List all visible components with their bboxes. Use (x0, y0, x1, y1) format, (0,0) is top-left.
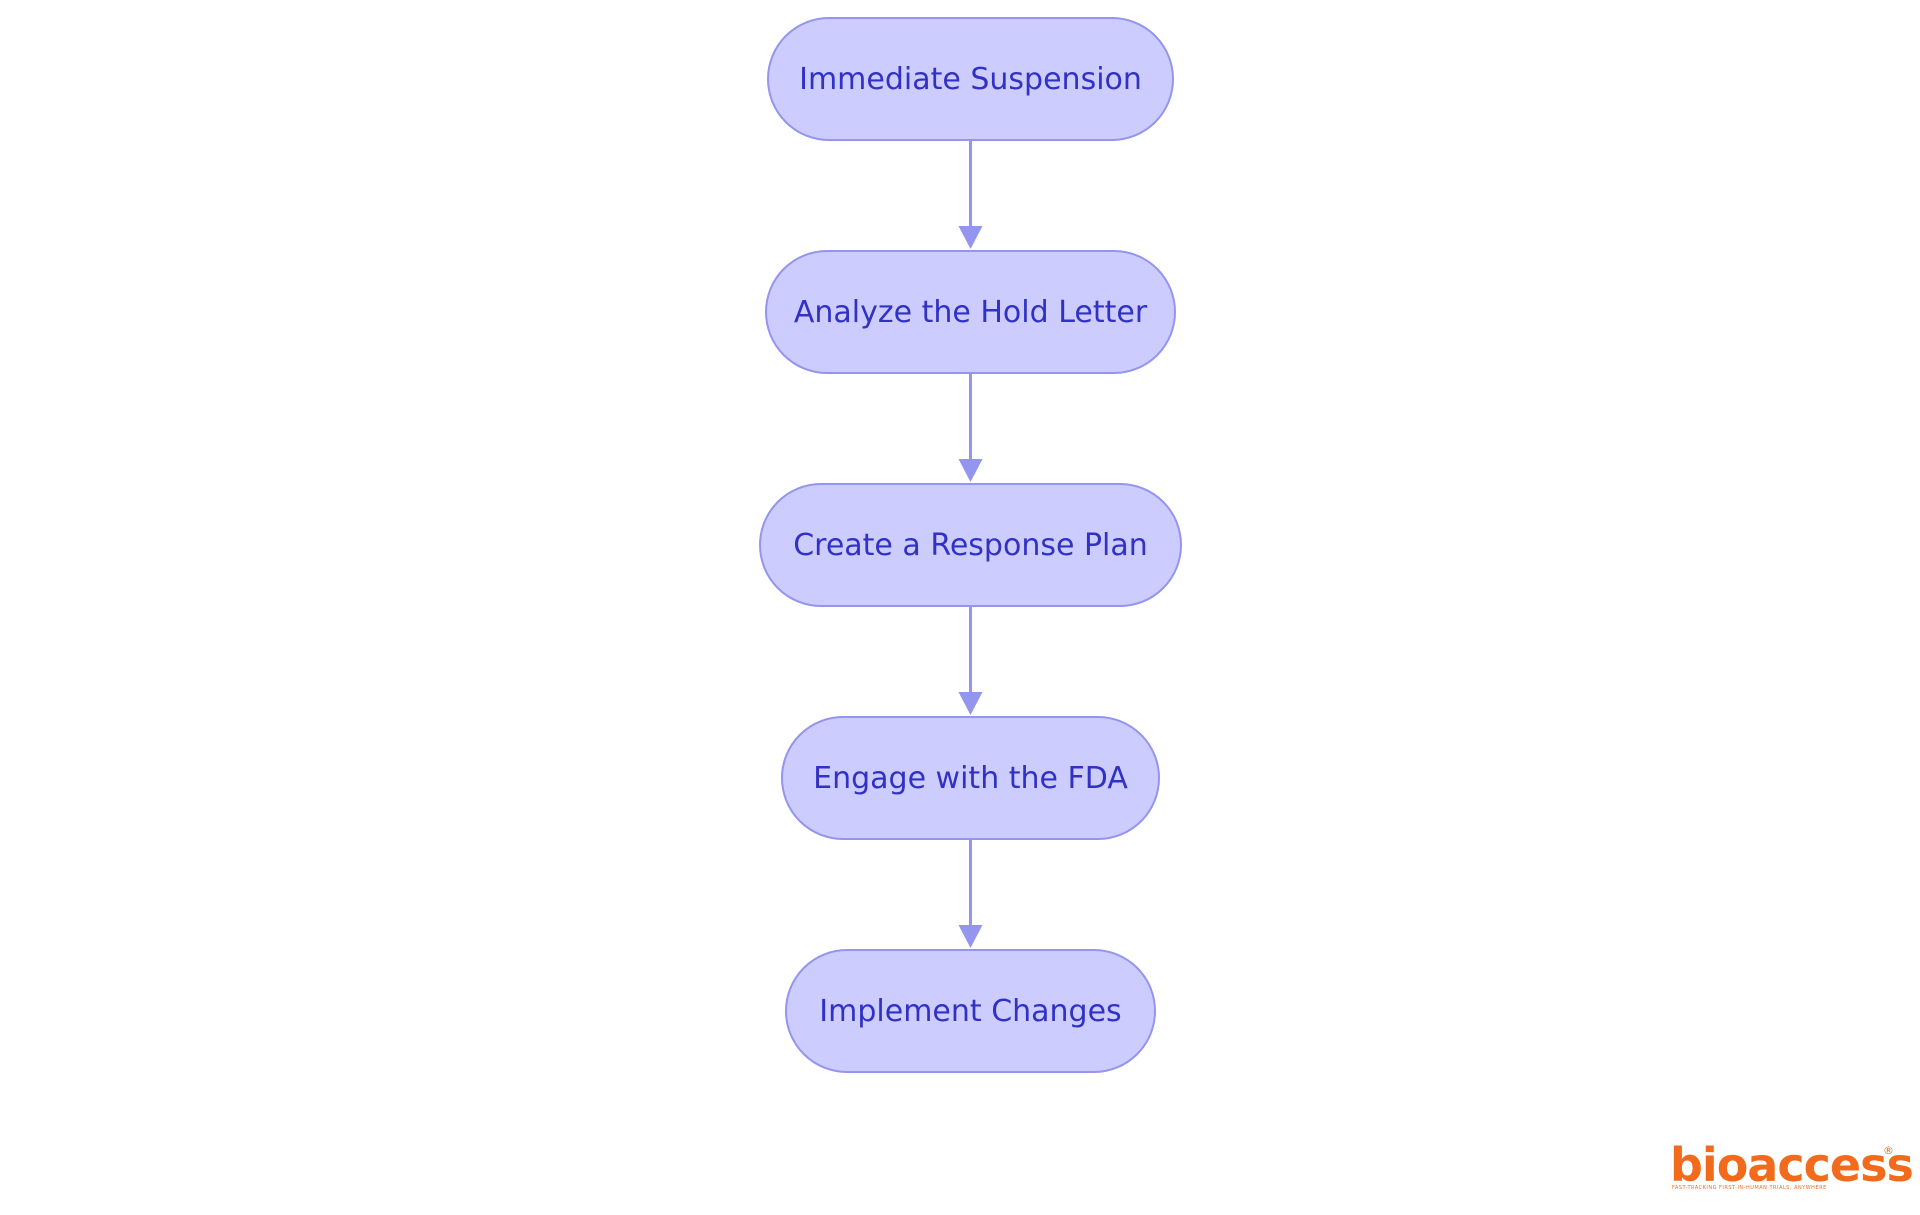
arrowhead-icon (958, 925, 983, 948)
edge-arrow-1 (958, 141, 983, 249)
node-analyze-hold-letter: Analyze the Hold Letter (765, 250, 1176, 374)
edge-arrow-3 (958, 607, 983, 715)
registered-mark: ® (1883, 1144, 1894, 1157)
edge-arrow-2 (958, 374, 983, 482)
node-engage-with-fda: Engage with the FDA (781, 716, 1160, 840)
edge-arrow-4 (958, 840, 983, 948)
arrowhead-icon (958, 692, 983, 715)
logo-wordmark: bioaccess (1670, 1138, 1914, 1192)
node-implement-changes: Implement Changes (785, 949, 1156, 1073)
arrowhead-icon (958, 459, 983, 482)
node-immediate-suspension: Immediate Suspension (767, 17, 1174, 141)
bioaccess-logo: bioaccess ® FAST-TRACKING FIRST-IN-HUMAN… (1670, 1140, 1914, 1195)
arrowhead-icon (958, 226, 983, 249)
node-create-response-plan: Create a Response Plan (759, 483, 1182, 607)
logo-tagline: FAST-TRACKING FIRST-IN-HUMAN TRIALS, ANY… (1672, 1185, 1827, 1191)
